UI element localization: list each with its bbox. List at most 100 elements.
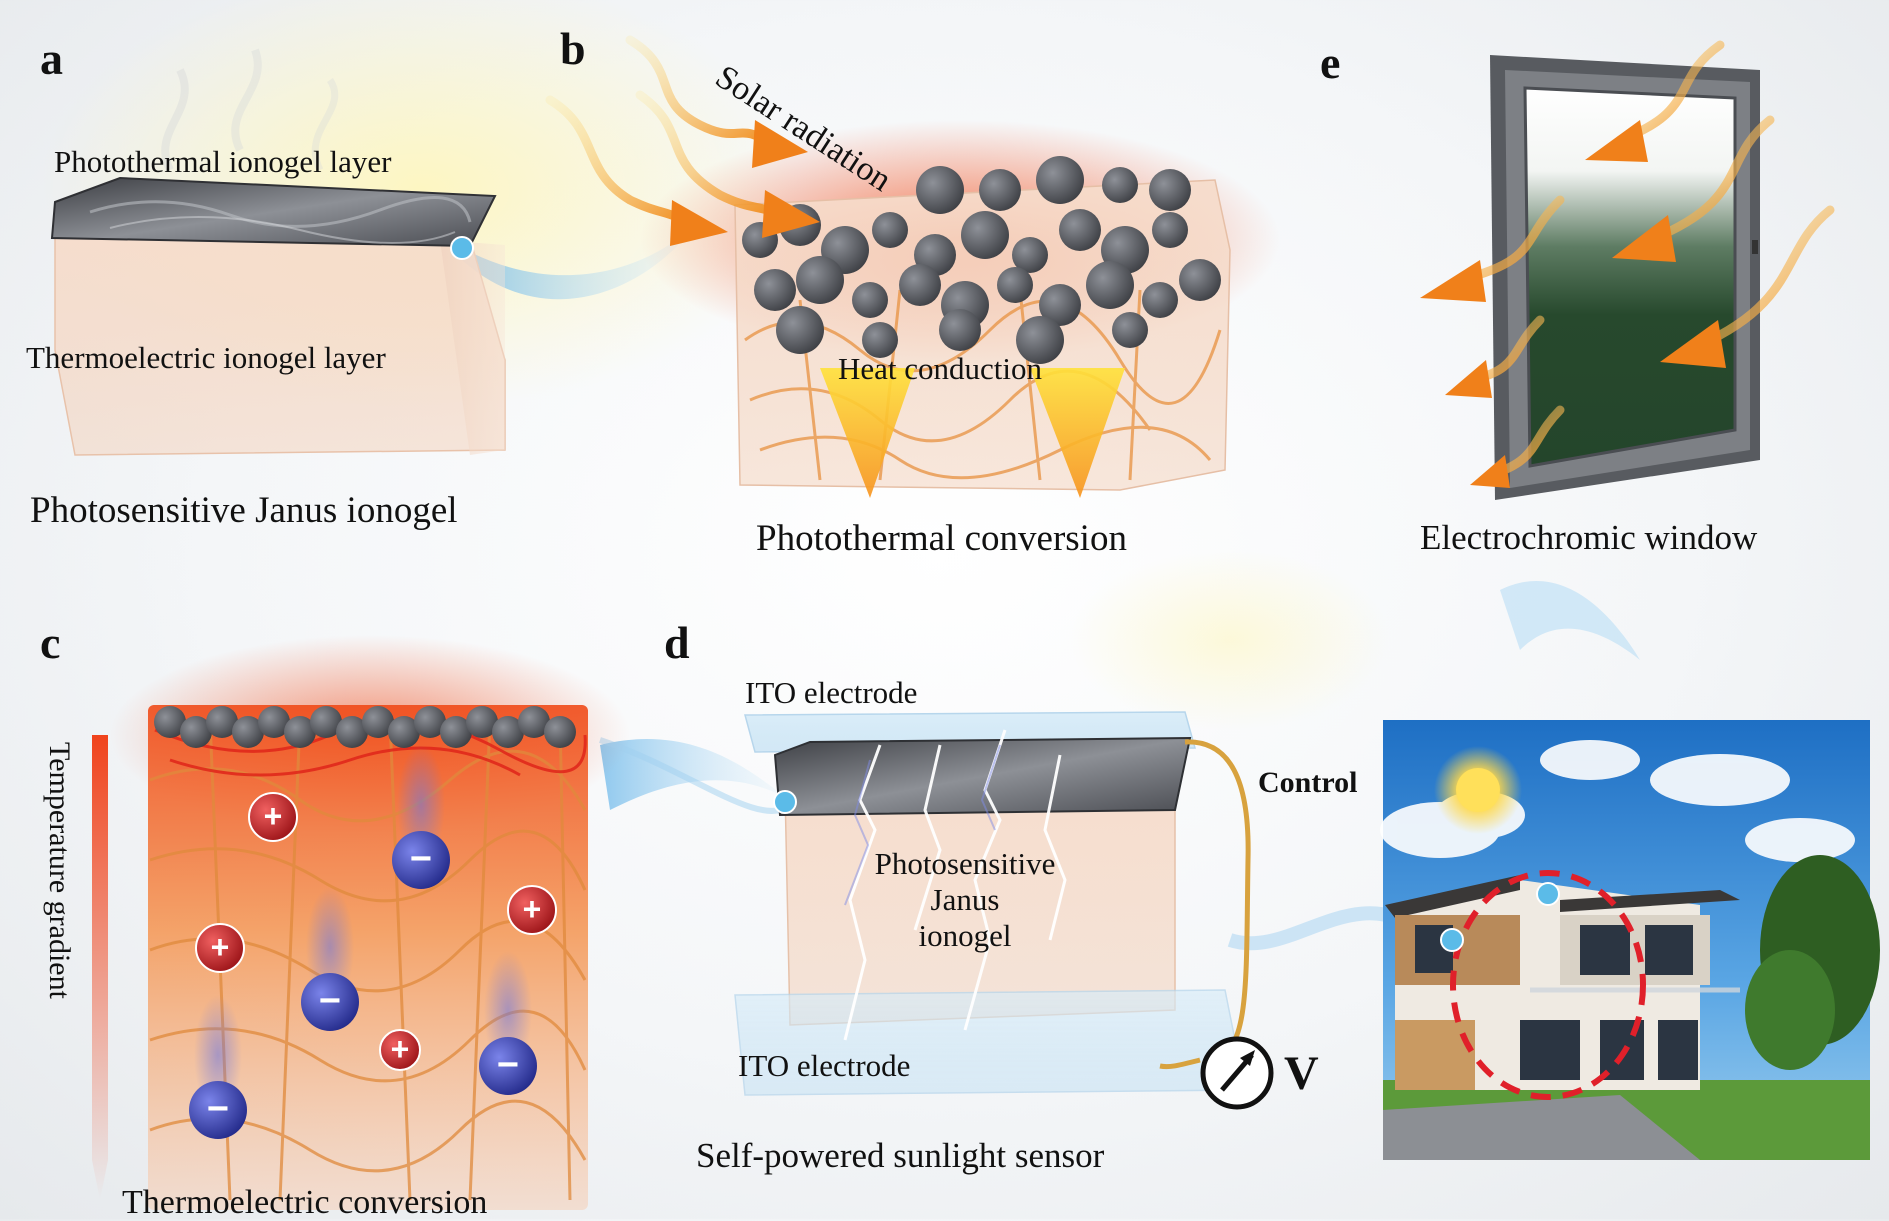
connection-dot — [773, 790, 797, 814]
thermoelectric-layer-label: Thermoelectric ionogel layer — [26, 340, 386, 375]
anion-icon — [392, 831, 450, 889]
carbon-particle — [1059, 209, 1101, 251]
carbon-particle — [1036, 156, 1084, 204]
anion-symbol: − — [319, 980, 341, 1022]
panel-b-caption: Photothermal conversion — [756, 518, 1127, 559]
window-sunlight-arrows — [1455, 40, 1835, 480]
anion-symbol: − — [207, 1088, 229, 1130]
top-ito-electrode-label: ITO electrode — [745, 675, 918, 710]
carbon-particle — [440, 716, 472, 748]
cation-symbol: + — [264, 798, 283, 834]
temperature-gradient-bar — [92, 735, 108, 1200]
cation-symbol: + — [523, 891, 542, 927]
carbon-particle — [1142, 282, 1178, 318]
cation-icon — [507, 885, 557, 935]
voltmeter-label: V — [1284, 1047, 1319, 1100]
panel-letter-d: d — [664, 617, 690, 668]
carbon-particle — [1112, 312, 1148, 348]
panel-e-window — [1490, 55, 1760, 500]
carbon-particle — [961, 211, 1009, 259]
carbon-particle — [872, 212, 908, 248]
carbon-particle — [1102, 167, 1138, 203]
carbon-particle — [492, 716, 524, 748]
temperature-gradient-label: Temperature gradient — [43, 742, 76, 999]
sensor-wire — [1184, 739, 1251, 1061]
solar-radiation-arrows — [545, 35, 785, 230]
carbon-particle — [414, 706, 446, 738]
carbon-particle — [362, 706, 394, 738]
carbon-particle — [336, 716, 368, 748]
carbon-particle-row — [154, 706, 576, 748]
panel-d-caption: Self-powered sunlight sensor — [696, 1136, 1105, 1175]
carbon-particle — [388, 716, 420, 748]
carbon-particle — [1179, 259, 1221, 301]
connector-e-to-house — [1500, 580, 1640, 660]
connection-dot — [1440, 928, 1464, 952]
panel-c-caption: Thermoelectric conversion — [122, 1184, 488, 1221]
panel-letter-e: e — [1320, 37, 1341, 88]
carbon-particle — [796, 256, 844, 304]
connector-a-to-b — [462, 220, 700, 300]
electrochromic-glass — [1525, 88, 1735, 466]
carbon-particle — [1016, 316, 1064, 364]
carbon-particle — [518, 706, 550, 738]
panel-a-caption: Photosensitive Janus ionogel — [30, 490, 458, 531]
panel-b-heated-block — [640, 120, 1280, 498]
carbon-particle — [258, 706, 290, 738]
carbon-particle — [852, 282, 888, 318]
sensor-core-label-line-2: Janus — [930, 882, 1000, 917]
panel-d-sensor — [734, 711, 1274, 1110]
cation-icon — [195, 923, 245, 973]
garage-door — [1395, 1020, 1475, 1090]
cation-icon — [379, 1029, 421, 1071]
carbon-particle — [862, 322, 898, 358]
carbon-particle — [284, 716, 316, 748]
carbon-particle — [180, 716, 212, 748]
connection-dot — [450, 236, 474, 260]
carbon-particle — [1149, 169, 1191, 211]
heat-conduction-arrow — [820, 368, 915, 498]
anion-symbol: − — [410, 838, 432, 880]
connection-dot — [1536, 882, 1560, 906]
ion-layer: + + + + − − − − — [189, 745, 557, 1139]
background-glow — [1070, 550, 1390, 730]
panel-e-caption: Electrochromic window — [1420, 518, 1758, 557]
carbon-particle — [979, 169, 1021, 211]
driveway — [1383, 1095, 1700, 1160]
carbon-particle — [939, 309, 981, 351]
carbon-particle — [997, 267, 1033, 303]
carbon-particle — [154, 706, 186, 738]
control-label: Control — [1258, 766, 1358, 799]
solar-radiation-arrowheads — [670, 120, 820, 246]
heat-conduction-arrow — [1030, 368, 1125, 498]
carbon-particle — [754, 269, 796, 311]
anion-symbol: − — [497, 1044, 519, 1086]
carbon-particle — [776, 306, 824, 354]
carbon-particle — [310, 706, 342, 738]
carbon-particle — [916, 166, 964, 214]
carbon-particle — [232, 716, 264, 748]
window-highlight-circle — [1450, 870, 1646, 1100]
anion-icon — [479, 1037, 537, 1095]
carbon-particle — [544, 716, 576, 748]
sensor-core-label-line-1: Photosensitive — [874, 846, 1056, 881]
panel-letter-a: a — [40, 33, 63, 84]
carbon-particle — [1012, 237, 1048, 273]
cation-icon — [248, 792, 298, 842]
window-sunlight-arrowheads — [1420, 120, 1726, 488]
cation-symbol: + — [391, 1031, 410, 1067]
carbon-particle — [466, 706, 498, 738]
carbon-particle — [1039, 284, 1081, 326]
carbon-particle — [1152, 212, 1188, 248]
window-handle — [1752, 240, 1758, 254]
anion-icon — [189, 1081, 247, 1139]
cation-symbol: + — [211, 929, 230, 965]
panel-letter-b: b — [560, 23, 586, 74]
carbon-particle — [1086, 261, 1134, 309]
panel-a-janus-block — [50, 48, 506, 456]
anion-icon — [301, 973, 359, 1031]
house-illustration — [1380, 720, 1880, 1160]
carbon-particle — [899, 264, 941, 306]
carbon-particle — [206, 706, 238, 738]
